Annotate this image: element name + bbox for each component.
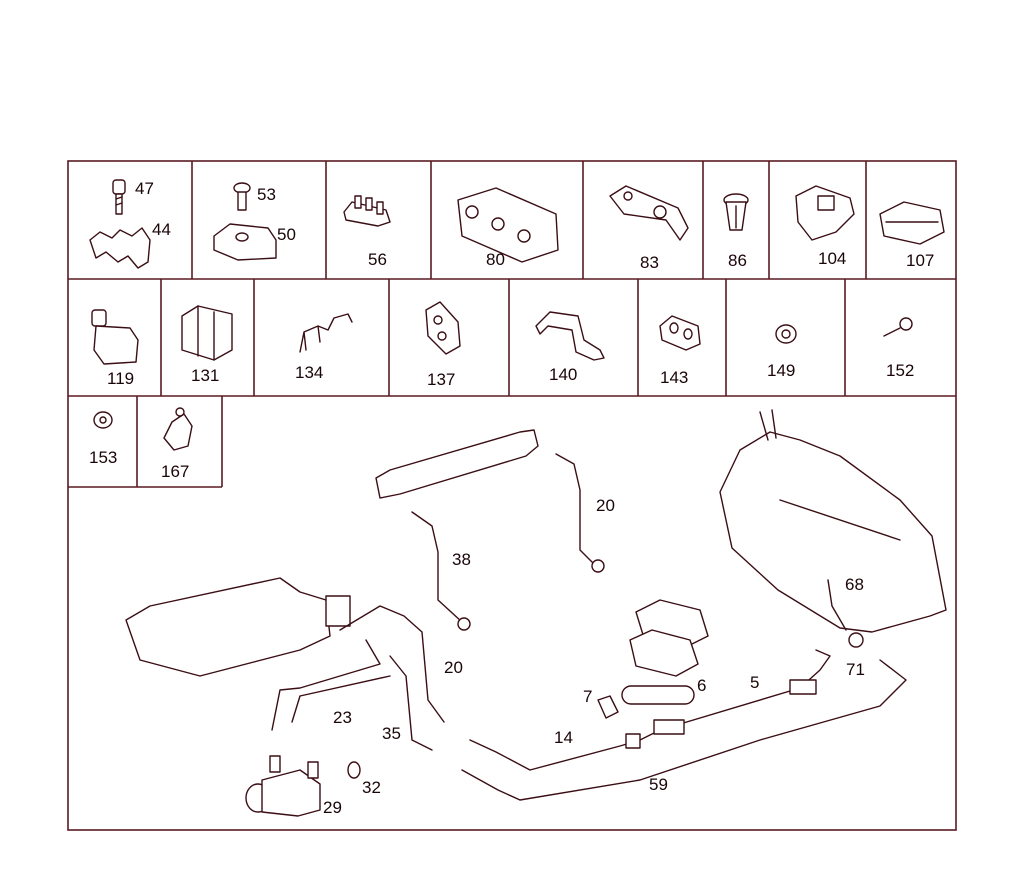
label-107: 107	[906, 251, 934, 270]
label-104: 104	[818, 249, 846, 268]
part-44-clamp-icon	[89, 227, 151, 269]
part-83-bracket-icon	[609, 185, 689, 241]
part-119-clip-icon	[91, 309, 139, 365]
label-6: 6	[697, 676, 706, 695]
part-143-grommet-icon	[659, 315, 701, 351]
fuel-filter-icon	[629, 599, 709, 677]
part-167-clamp-icon	[163, 407, 193, 451]
label-32: 32	[362, 778, 381, 797]
label-14: 14	[554, 728, 573, 747]
label-68: 68	[845, 575, 864, 594]
clamp-7-icon	[597, 695, 619, 719]
label-143: 143	[660, 368, 688, 387]
label-38: 38	[452, 550, 471, 569]
label-153: 153	[89, 448, 117, 467]
label-167: 167	[161, 462, 189, 481]
part-47-bolt-icon	[112, 179, 126, 215]
label-20-lower: 20	[444, 658, 463, 677]
parts-grid	[67, 160, 957, 831]
part-131-block-icon	[181, 305, 233, 361]
diagram-frame	[67, 160, 957, 831]
part-134-bracket-icon	[299, 313, 353, 353]
label-86: 86	[728, 251, 747, 270]
label-152: 152	[886, 361, 914, 380]
label-44: 44	[152, 220, 171, 239]
label-35: 35	[382, 724, 401, 743]
label-7: 7	[583, 687, 592, 706]
label-56: 56	[368, 250, 387, 269]
part-80-clamp-block-icon	[457, 187, 559, 263]
label-5: 5	[750, 673, 759, 692]
label-149: 149	[767, 361, 795, 380]
fuel-tank-icon	[719, 431, 947, 633]
label-83: 83	[640, 253, 659, 272]
part-50-holder-icon	[213, 223, 277, 261]
clamp-71-icon	[848, 632, 864, 648]
part-152-screw-icon	[883, 317, 913, 337]
hose-6-icon	[621, 685, 695, 705]
label-140: 140	[549, 365, 577, 384]
label-23: 23	[333, 708, 352, 727]
distributor-icon	[125, 577, 331, 677]
label-29: 29	[323, 798, 342, 817]
part-56-clip-icon	[343, 195, 391, 227]
label-50: 50	[277, 225, 296, 244]
seal-ring-32-icon	[347, 761, 361, 779]
part-86-plug-icon	[723, 193, 749, 231]
label-20-upper: 20	[596, 496, 615, 515]
label-59: 59	[649, 775, 668, 794]
fuel-rail-icon	[375, 429, 539, 499]
label-53: 53	[257, 185, 276, 204]
part-137-rubber-block-icon	[425, 301, 461, 355]
main-assembly	[125, 409, 947, 817]
label-134: 134	[295, 363, 323, 382]
label-119: 119	[107, 369, 134, 388]
part-107-clip-icon	[879, 201, 945, 245]
label-131: 131	[191, 366, 219, 385]
label-80: 80	[486, 250, 505, 269]
label-71: 71	[846, 660, 865, 679]
part-153-nut-icon	[93, 411, 113, 429]
fuel-pump-29-icon	[245, 755, 321, 817]
part-53-screw-icon	[233, 182, 251, 211]
part-149-nut-icon	[775, 324, 797, 344]
part-140-bracket-icon	[535, 311, 605, 361]
label-47: 47	[135, 179, 154, 198]
part-104-clip-icon	[795, 185, 855, 241]
label-137: 137	[427, 370, 455, 389]
part-labels: 47 44 53 50 56 80 83 86 104 107 119 131 …	[89, 179, 934, 817]
